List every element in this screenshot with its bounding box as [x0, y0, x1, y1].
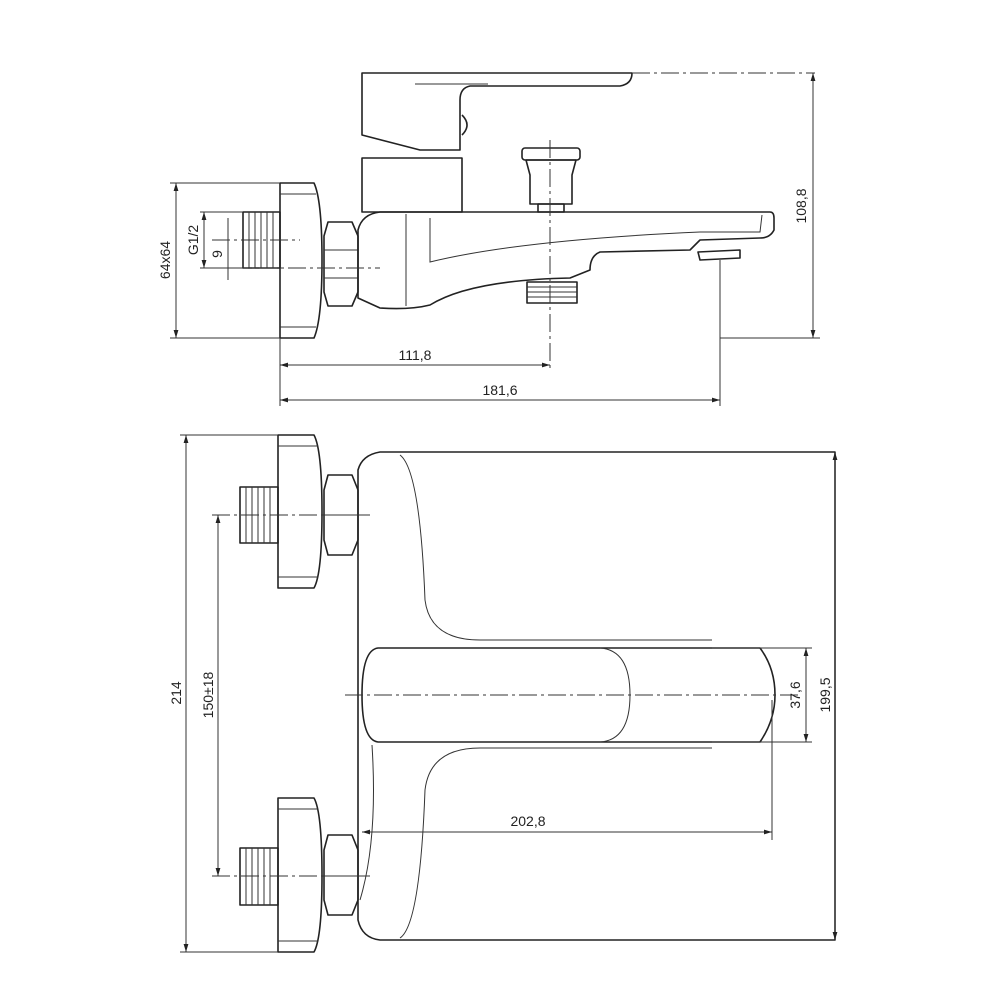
diverter-knob [521, 147, 581, 213]
dimension-214: 214 [168, 434, 278, 953]
dimension-181-6: 181,6 [280, 382, 720, 403]
dim-label-thread: G1/2 [185, 225, 201, 256]
dimension-g12: G1/2 9 [185, 211, 243, 280]
shower-outlet-thread [526, 281, 578, 304]
wall-flange [279, 182, 323, 339]
side-view: 64x64 G1/2 9 108,8 111,8 181,6 [157, 72, 820, 406]
dimension-202-8: 202,8 [362, 700, 773, 840]
dim-label-handle-length: 202,8 [510, 813, 545, 829]
top-view: 214 150±18 37,6 199,5 202,8 [168, 434, 838, 953]
upper-connector [239, 434, 359, 589]
dim-label-spacing: 150±18 [200, 671, 216, 718]
dimension-37-6: 37,6 [712, 647, 812, 743]
hex-nut [323, 221, 359, 307]
lower-connector [239, 797, 359, 953]
dim-label-flange: 64x64 [157, 241, 173, 279]
dim-label-outlet: 111,8 [399, 347, 432, 363]
dimension-108-8: 108,8 [720, 73, 820, 339]
dimension-111-8: 111,8 [280, 347, 550, 368]
dim-label-spout: 181,6 [482, 382, 517, 398]
dimension-150: 150±18 [200, 515, 221, 876]
dim-label-body-height: 199,5 [817, 677, 833, 712]
dimension-199-5: 199,5 [817, 452, 838, 940]
dim-label-handle-width: 37,6 [787, 681, 803, 708]
mixer-body [357, 72, 775, 310]
dimension-64x64: 64x64 [157, 182, 280, 339]
dim-label-thread-offset: 9 [209, 250, 225, 258]
dim-label-total-height: 214 [168, 681, 184, 705]
mixer-body-top [357, 451, 836, 941]
dim-label-height: 108,8 [793, 188, 809, 223]
